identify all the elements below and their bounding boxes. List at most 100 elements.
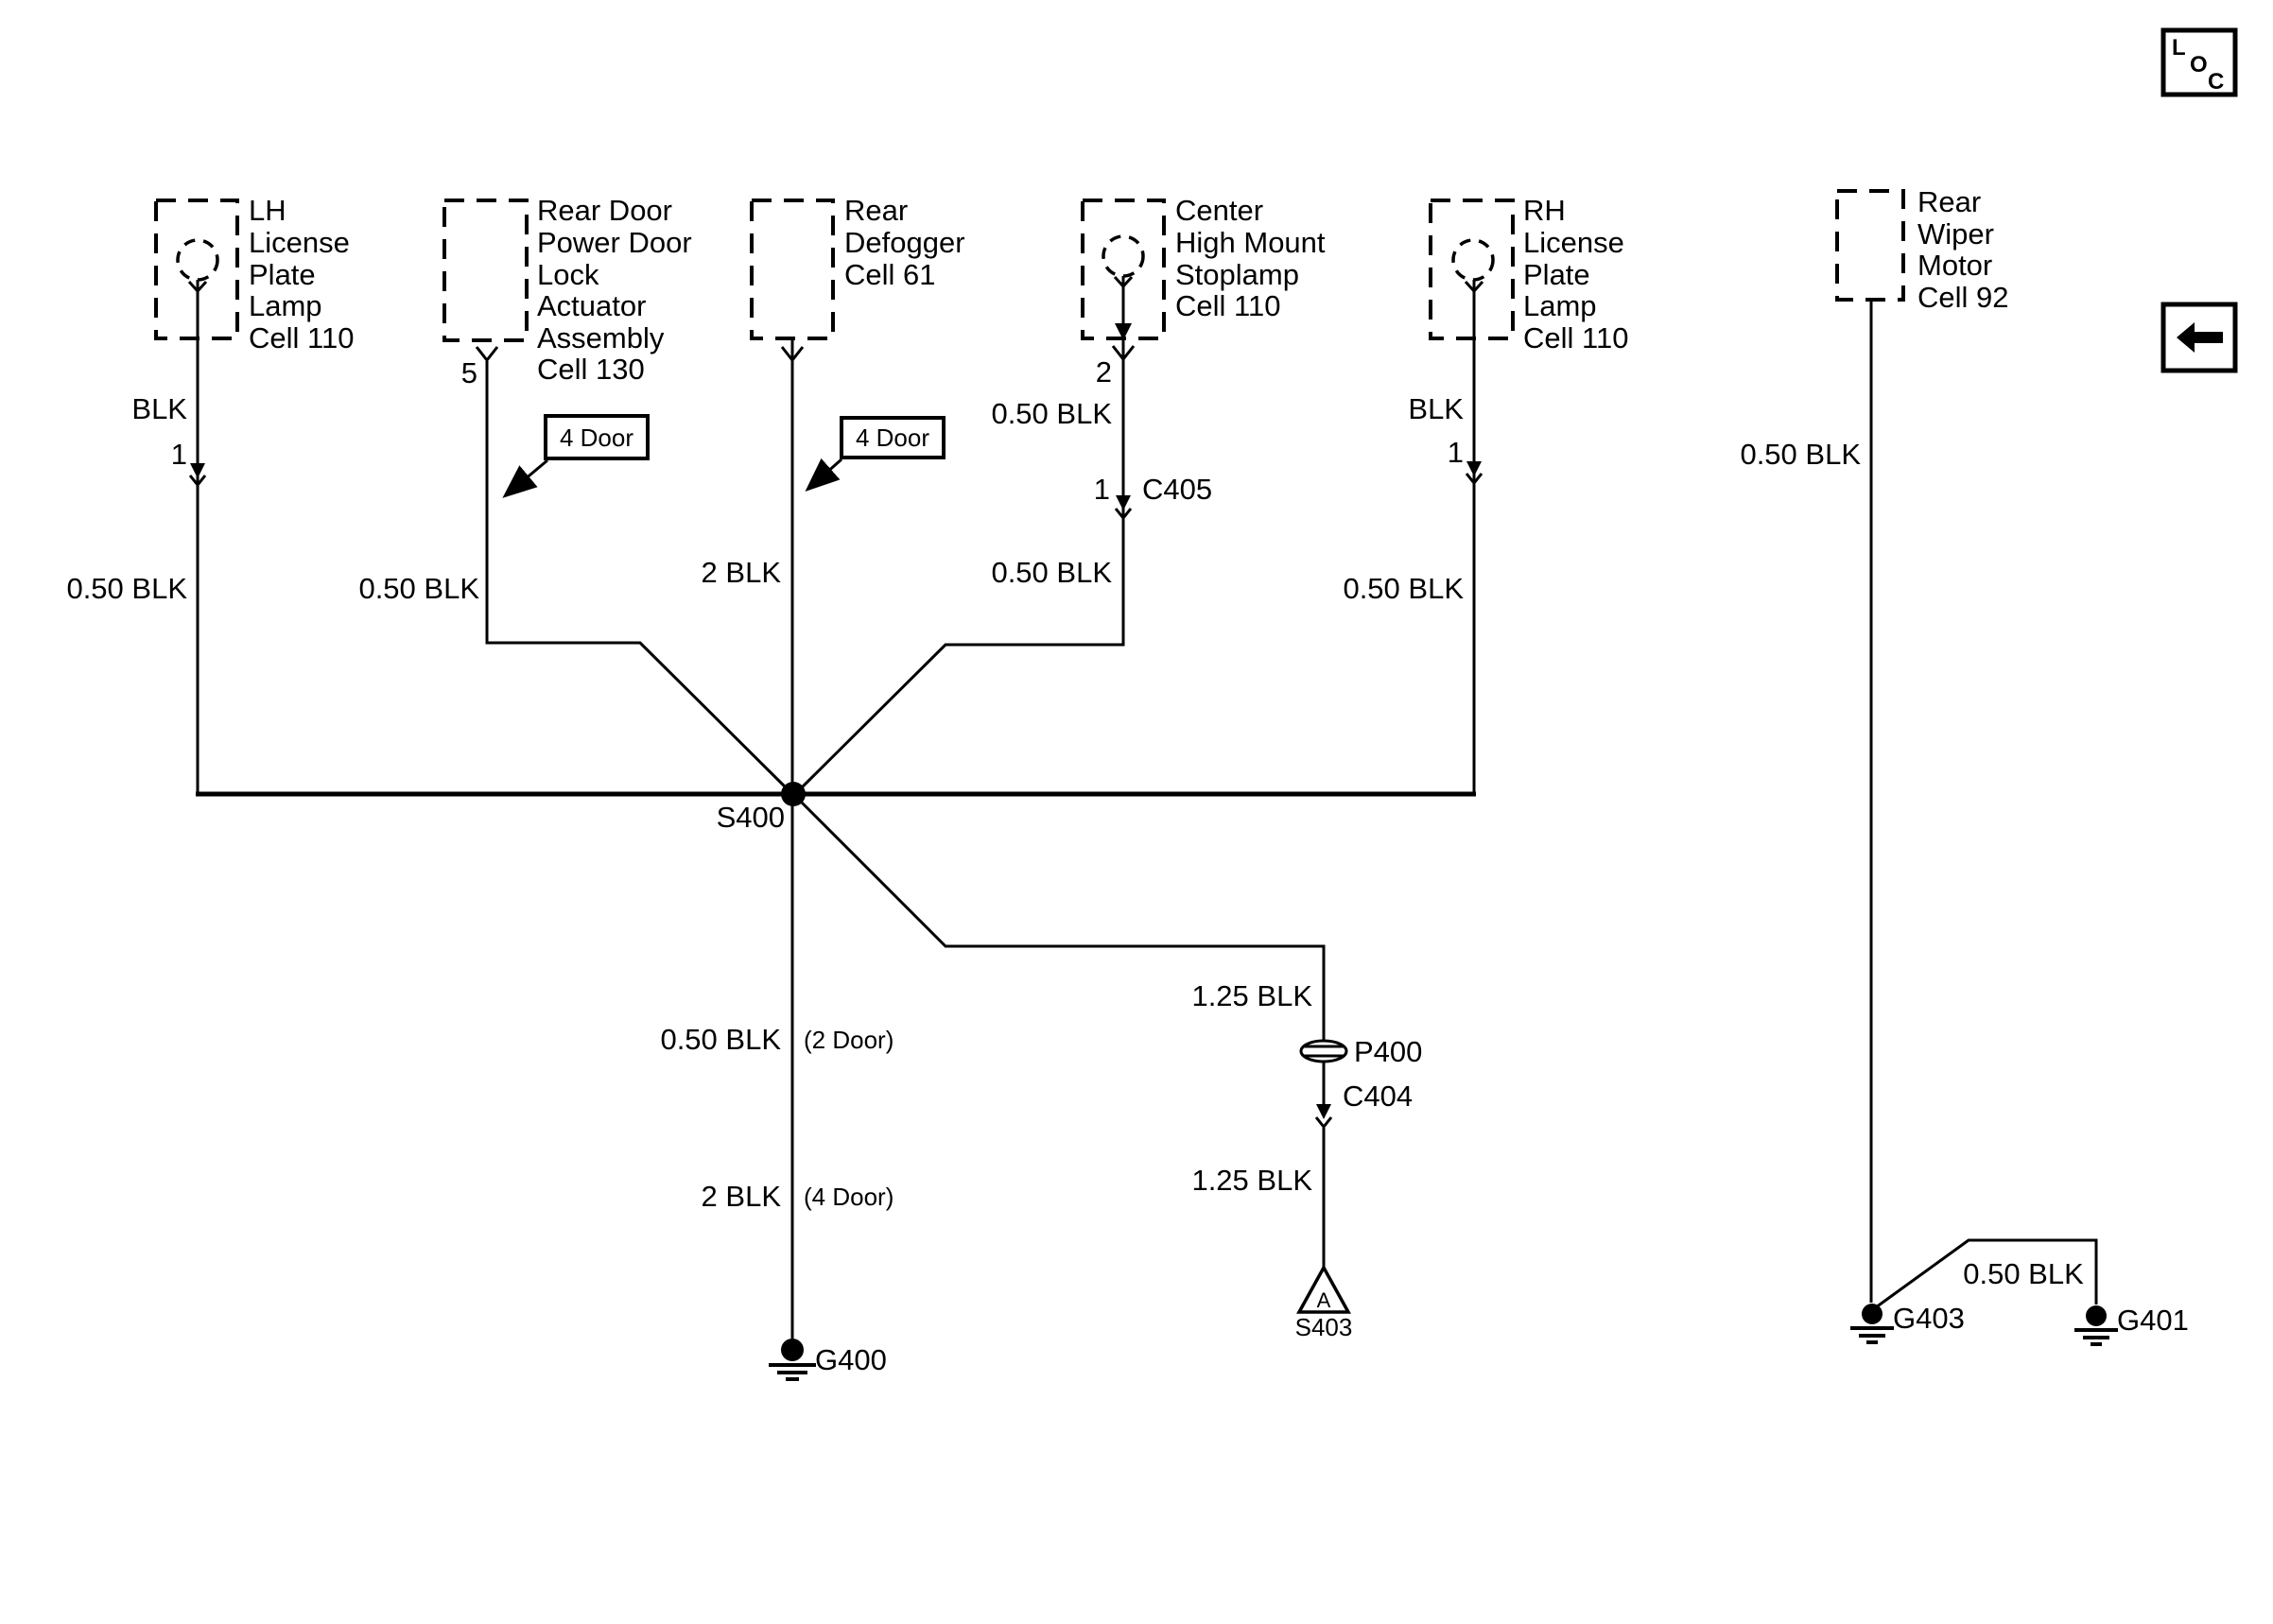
rh-lamp-bulb-icon <box>1451 238 1495 282</box>
rear-defogger-box <box>750 199 835 340</box>
rear-wiper-motor-box <box>1835 189 1905 302</box>
component-label: Cell 61 <box>844 258 936 291</box>
back-arrow-icon[interactable] <box>2160 302 2238 373</box>
component-rear-door-lock-actuator: Rear Door Power Door Lock Actuator Assem… <box>442 194 692 386</box>
variant-note: (2 Door) <box>804 1026 894 1054</box>
wire-gauge-label: 0.50 BLK <box>1740 438 1861 471</box>
loc-letter: C <box>2208 69 2224 95</box>
rh-connector-chevron-icon <box>1465 473 1484 486</box>
ground-label: G401 <box>2117 1304 2189 1337</box>
pin-number: 1 <box>171 438 187 471</box>
ground-label: G403 <box>1893 1302 1965 1335</box>
component-label: RH <box>1523 194 1566 227</box>
s403-letter: A <box>1317 1288 1331 1312</box>
component-label: Plate <box>249 258 316 291</box>
component-label: Wiper <box>1917 217 1994 251</box>
component-label: Stoplamp <box>1175 258 1299 291</box>
component-label: Cell 110 <box>1175 289 1280 322</box>
p400-grommet-icon <box>1299 1039 1348 1063</box>
wire-gauge-label: 2 BLK <box>702 556 782 589</box>
g401-dot <box>2086 1305 2107 1326</box>
splice-label: S403 <box>1295 1313 1353 1341</box>
defogger-y-connector-icon <box>780 346 805 363</box>
c405-chevron-icon <box>1114 508 1133 521</box>
component-label: Lamp <box>1523 289 1597 322</box>
component-label: Cell 110 <box>249 321 354 354</box>
back-arrow-box <box>2160 302 2238 373</box>
wire-gauge-label: 0.50 BLK <box>1343 572 1464 605</box>
c405-arrowhead-icon <box>1116 495 1131 510</box>
component-label: Defogger <box>844 226 965 259</box>
component-label: Motor <box>1917 249 1992 282</box>
loc-box <box>2160 27 2238 97</box>
ground-label: G400 <box>815 1343 887 1376</box>
connector-label: C405 <box>1142 473 1212 506</box>
wire-gauge-label: 0.50 BLK <box>991 556 1112 589</box>
rh-lamp-chevron-icon <box>1464 280 1484 294</box>
s403-splice: A <box>1296 1264 1351 1314</box>
ground-g403-symbol <box>1850 1304 1894 1344</box>
stoplamp-ground-wire <box>792 276 1125 797</box>
four-door-tag-left: 4 Door <box>502 414 650 498</box>
stoplamp-chevron-icon <box>1113 275 1134 289</box>
lh-lamp-box <box>154 199 239 340</box>
rear-door-lock-box <box>442 199 529 342</box>
lh-connector-arrowhead-icon <box>190 463 205 478</box>
wire-gauge-label: 1.25 BLK <box>1191 1164 1312 1197</box>
component-lh-license-plate-lamp: LH License Plate Lamp Cell 110 <box>154 194 354 354</box>
rh-lamp-box <box>1429 199 1515 340</box>
p400-grommet <box>1299 1039 1348 1063</box>
rear-door-y-connector-icon <box>475 346 499 363</box>
component-label: LH <box>249 194 286 227</box>
wire-color-label: BLK <box>1408 392 1464 425</box>
loc-corner-icon[interactable]: L O C <box>2160 27 2238 97</box>
ground-g401-symbol <box>2074 1305 2118 1346</box>
s403-triangle-icon <box>1296 1264 1351 1314</box>
wire-color-label: BLK <box>131 392 187 425</box>
component-label: Lamp <box>249 289 322 322</box>
pin-number: 1 <box>1448 436 1464 469</box>
stoplamp-bulb-icon <box>1102 234 1145 278</box>
wire-labels: BLK 1 0.50 BLK 5 0.50 BLK 2 BLK 2 0.50 B… <box>66 355 2188 1376</box>
splice-label: S400 <box>717 801 785 834</box>
component-label: High Mount <box>1175 226 1326 259</box>
loc-letter: L <box>2172 35 2186 60</box>
component-label: Rear Door <box>537 194 672 227</box>
four-door-tag-arrow <box>805 458 842 492</box>
component-rear-wiper-motor: Rear Wiper Motor Cell 92 <box>1835 185 2009 314</box>
component-label: Center <box>1175 194 1263 227</box>
wire-gauge-label: 0.50 BLK <box>991 397 1112 430</box>
c404-arrowhead-icon <box>1316 1104 1331 1119</box>
rear-door-lock-ground-wire <box>485 361 795 797</box>
component-label: Actuator <box>537 289 646 322</box>
four-door-tag-right: 4 Door <box>805 416 946 492</box>
wire-gauge-label: 0.50 BLK <box>1963 1257 2084 1290</box>
lh-lamp-bulb-icon <box>176 238 219 282</box>
pass-through-label: P400 <box>1354 1035 1422 1068</box>
component-label: Cell 130 <box>537 353 645 386</box>
lh-connector-chevron-icon <box>188 475 207 488</box>
lh-lamp-chevron-icon <box>187 280 208 294</box>
s400-to-p400-wire <box>792 793 1326 1041</box>
four-door-tag-label: 4 Door <box>560 423 633 452</box>
stoplamp-arrowhead-icon <box>1115 323 1132 340</box>
stoplamp-y-connector-icon <box>1111 345 1136 362</box>
component-label: Lock <box>537 258 599 291</box>
pin-number: 1 <box>1094 473 1110 506</box>
pin-number: 5 <box>461 356 477 389</box>
component-center-high-mount-stoplamp: Center High Mount Stoplamp Cell 110 <box>1081 194 1326 362</box>
wire-runs <box>196 276 2098 1339</box>
rh-connector-arrowhead-icon <box>1466 461 1482 476</box>
wire-gauge-label: 0.50 BLK <box>660 1023 781 1056</box>
four-door-tag-box <box>840 416 946 459</box>
component-label: Cell 110 <box>1523 321 1628 354</box>
component-label: License <box>249 226 350 259</box>
s400-splice-dot <box>781 782 806 806</box>
component-rh-license-plate-lamp: RH License Plate Lamp Cell 110 <box>1429 194 1628 354</box>
component-label: Cell 92 <box>1917 281 2009 314</box>
wire-gauge-label: 0.50 BLK <box>66 572 187 605</box>
component-label: Plate <box>1523 258 1590 291</box>
g403-g401-link-wire <box>1875 1238 2098 1309</box>
